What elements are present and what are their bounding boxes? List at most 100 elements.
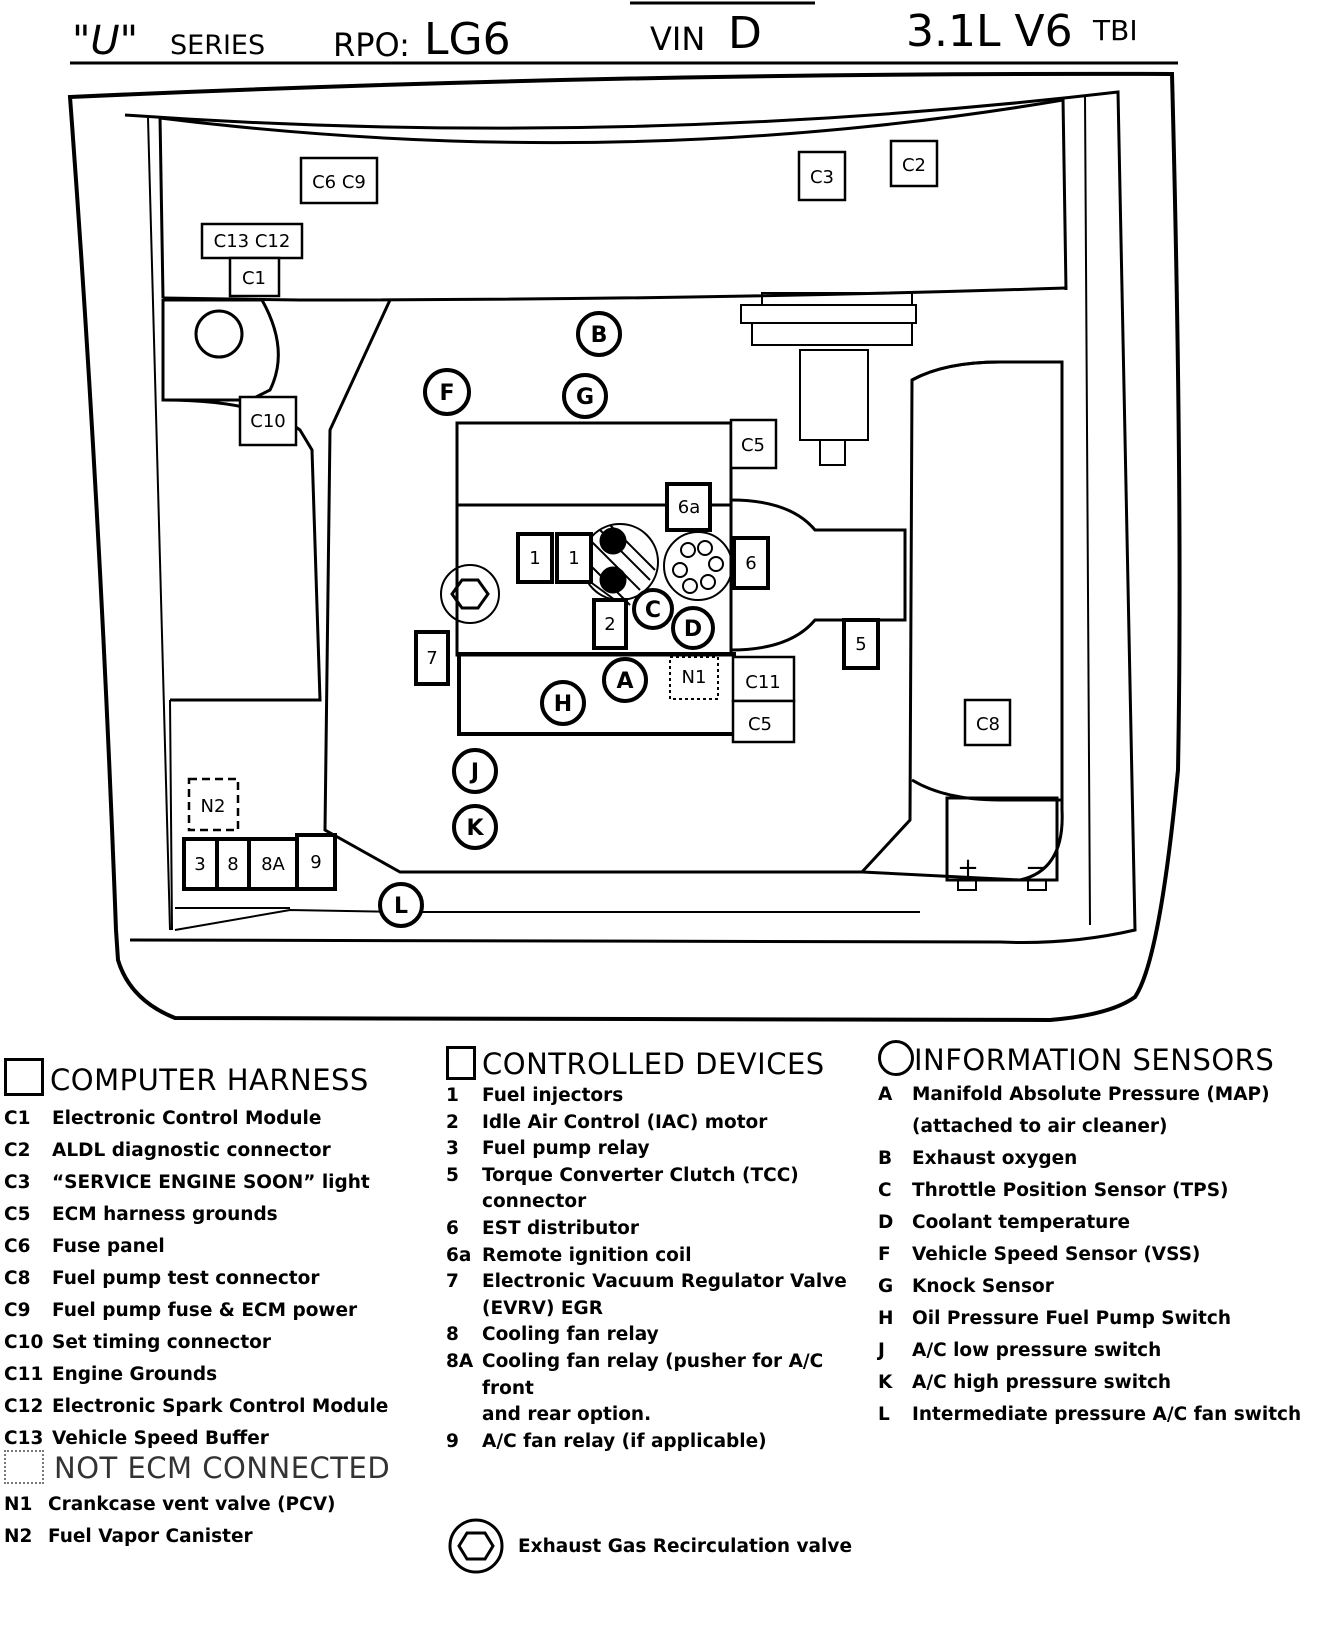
legend-item-code: N1: [4, 1494, 33, 1515]
box-c5-bottom: [731, 699, 796, 744]
box-2: [592, 598, 628, 650]
legend-item-code: G: [878, 1276, 894, 1297]
label-7: 7: [426, 648, 437, 669]
label-f: F: [439, 381, 454, 406]
legend-item-text: ECM harness grounds: [52, 1204, 278, 1225]
circle-l: [378, 882, 424, 928]
legend-item-code: J: [878, 1340, 885, 1361]
legend-item-text: Intermediate pressure A/C fan switch: [912, 1404, 1302, 1425]
legend-item: and rear option.: [446, 1402, 876, 1429]
box-7: [414, 630, 450, 686]
legend-item-text: Cooling fan relay: [482, 1324, 659, 1346]
circle-j: [452, 748, 498, 794]
box-c5-top: [729, 418, 778, 470]
engine-compartment-diagram: C6 C9 C3 C2 C13 C12 C1 C10 C5 C11 C5 C8 …: [67, 1, 1182, 1023]
legend-item-text: Torque Converter Clutch (TCC): [482, 1164, 799, 1186]
label-d: D: [684, 617, 702, 642]
label-c13c12: C13 C12: [214, 231, 291, 252]
legend-egr-text: Exhaust Gas Recirculation valve: [518, 1536, 852, 1557]
legend-item-code: C8: [4, 1268, 31, 1289]
legend-item-code: 8: [446, 1324, 459, 1346]
legend-item-text: Throttle Position Sensor (TPS): [912, 1180, 1229, 1201]
cowl-bottom: [162, 286, 1067, 302]
box-c6c9: [299, 156, 379, 205]
vehicle-outline: [67, 71, 1182, 1023]
egr-valve-hex: [450, 578, 490, 610]
exhaust-runner: [730, 498, 907, 652]
legend-item-code: 6a: [446, 1244, 472, 1266]
circle-b: [576, 311, 622, 357]
header-vin-label: VIN: [650, 20, 706, 58]
label-c3: C3: [810, 167, 834, 188]
legend-item-code: C: [878, 1180, 892, 1201]
legend-item-code: C3: [4, 1172, 31, 1193]
legend-item: (attached to air cleaner): [878, 1111, 1338, 1143]
legend-item-code: [446, 1189, 482, 1216]
battery-terminal-pos: [957, 879, 977, 891]
legend-item-text: “SERVICE ENGINE SOON” light: [52, 1172, 370, 1193]
label-n2: N2: [201, 796, 226, 817]
legend-item-code: F: [878, 1244, 891, 1265]
label-3: 3: [194, 854, 205, 875]
right-fender-inner: [1084, 95, 1091, 926]
label-b: B: [591, 323, 608, 348]
left-lower-edge: [169, 699, 173, 931]
legend-item-code: [446, 1402, 482, 1429]
injector-lower-dot: [599, 566, 627, 594]
legend-item-text: A/C low pressure switch: [912, 1340, 1162, 1361]
cowl-left-edge: [158, 115, 165, 299]
distributor-terminals: [672, 540, 724, 594]
label-c10: C10: [250, 411, 285, 432]
label-h: H: [554, 692, 572, 717]
legend-item-text: Vehicle Speed Buffer: [52, 1428, 269, 1449]
legend-sensors-title-row: INFORMATION SENSORS: [878, 1040, 1338, 1077]
legend-item-text: (attached to air cleaner): [912, 1116, 1168, 1137]
legend-sensors-title: INFORMATION SENSORS: [914, 1043, 1275, 1077]
label-c: C: [645, 598, 661, 623]
legend-item-code: C2: [4, 1140, 31, 1161]
header: "U" SERIES RPO: LG6 VIN D 3.1L V6 TBI: [0, 0, 1344, 70]
dotted-square-symbol-icon: [4, 1450, 44, 1484]
label-5: 5: [855, 634, 866, 655]
legend-item-code: A: [878, 1084, 893, 1105]
legend-controlled-title-row: CONTROLLED DEVICES: [446, 1046, 876, 1081]
legend-item: 8 Cooling fan relay: [446, 1322, 876, 1349]
label-6a: 6a: [678, 497, 700, 518]
square-symbol-icon: [446, 1046, 476, 1080]
legend-item-code: C9: [4, 1300, 31, 1321]
square-symbol-icon: [4, 1058, 44, 1096]
label-l: L: [394, 894, 408, 919]
legend-item: (EVRV) EGR: [446, 1296, 876, 1323]
legend-item-text: Oil Pressure Fuel Pump Switch: [912, 1308, 1232, 1329]
header-rpo-value: LG6: [424, 14, 511, 65]
injector-upper-dot: [599, 527, 627, 555]
legend-item-text: Knock Sensor: [912, 1276, 1054, 1297]
legend-item-text: and rear option.: [482, 1404, 652, 1426]
legend-item-code: D: [878, 1212, 894, 1233]
header-vin-value: D: [728, 8, 762, 59]
circle-g: [562, 373, 608, 419]
box-c11: [731, 655, 796, 703]
legend-harness-title-row: COMPUTER HARNESS: [4, 1058, 424, 1097]
label-1a: 1: [529, 548, 540, 569]
legend-item-code: C1: [4, 1108, 31, 1129]
legend-item-code: N2: [4, 1526, 33, 1547]
legend-item-text: Fuel injectors: [482, 1085, 624, 1106]
box-n1: [669, 656, 719, 700]
legend-item-text: (EVRV) EGR: [482, 1297, 603, 1319]
